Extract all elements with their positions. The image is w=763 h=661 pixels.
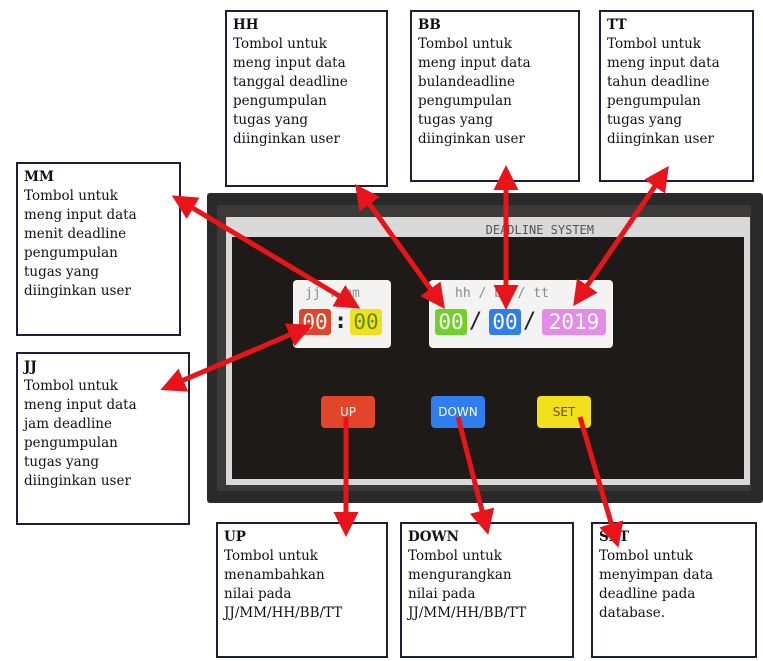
note-set-text: Tombol untuk menyimpan data deadline pad… — [599, 548, 714, 621]
up-button[interactable]: UP — [321, 396, 375, 428]
date-slash-1: / — [469, 309, 483, 334]
note-tt-title: TT — [607, 17, 627, 33]
note-down-text: Tombol untuk mengurangkan nilai pada JJ/… — [408, 548, 527, 621]
note-jj-title: JJ — [24, 359, 37, 375]
mm-field[interactable]: 00 — [350, 309, 382, 335]
date-panel: hh / bb / tt 00 / 00 / 2019 — [429, 280, 613, 348]
note-down-title: DOWN — [408, 529, 459, 545]
note-up-title: UP — [224, 529, 246, 545]
arrow-mm — [171, 195, 361, 309]
note-bb-text: Tombol untuk meng input data bulandeadli… — [418, 36, 531, 147]
note-down: DOWN Tombol untuk mengurangkan nilai pad… — [400, 522, 574, 658]
note-mm-text: Tombol untuk meng input data menit deadl… — [24, 188, 137, 299]
note-hh: HH Tombol untuk meng input data tanggal … — [225, 10, 388, 187]
arrow-set — [577, 416, 624, 548]
arrow-down — [455, 416, 495, 535]
hh-field[interactable]: 00 — [435, 309, 467, 335]
note-mm: MM Tombol untuk meng input data menit de… — [16, 162, 181, 336]
note-up: UP Tombol untuk menambahkan nilai pada J… — [216, 522, 388, 658]
note-hh-title: HH — [233, 17, 259, 33]
note-tt: TT Tombol untuk meng input data tahun de… — [599, 10, 754, 182]
note-jj-text: Tombol untuk meng input data jam deadlin… — [24, 378, 137, 489]
arrow-jj — [160, 323, 313, 392]
arrow-tt — [573, 165, 669, 307]
date-slash-2: / — [523, 309, 537, 334]
tt-field[interactable]: 2019 — [542, 309, 606, 335]
note-up-text: Tombol untuk menambahkan nilai pada JJ/M… — [224, 548, 343, 621]
down-button[interactable]: DOWN — [431, 396, 485, 428]
note-mm-title: MM — [24, 169, 54, 185]
arrow-hh — [355, 183, 445, 310]
note-set: SET Tombol untuk menyimpan data deadline… — [591, 522, 757, 658]
note-hh-text: Tombol untuk meng input data tanggal dea… — [233, 36, 348, 147]
note-bb-title: BB — [418, 17, 441, 33]
note-tt-text: Tombol untuk meng input data tahun deadl… — [607, 36, 720, 147]
note-bb: BB Tombol untuk meng input data bulandea… — [410, 10, 580, 182]
bb-field[interactable]: 00 — [489, 309, 521, 335]
time-colon: : — [334, 309, 348, 334]
